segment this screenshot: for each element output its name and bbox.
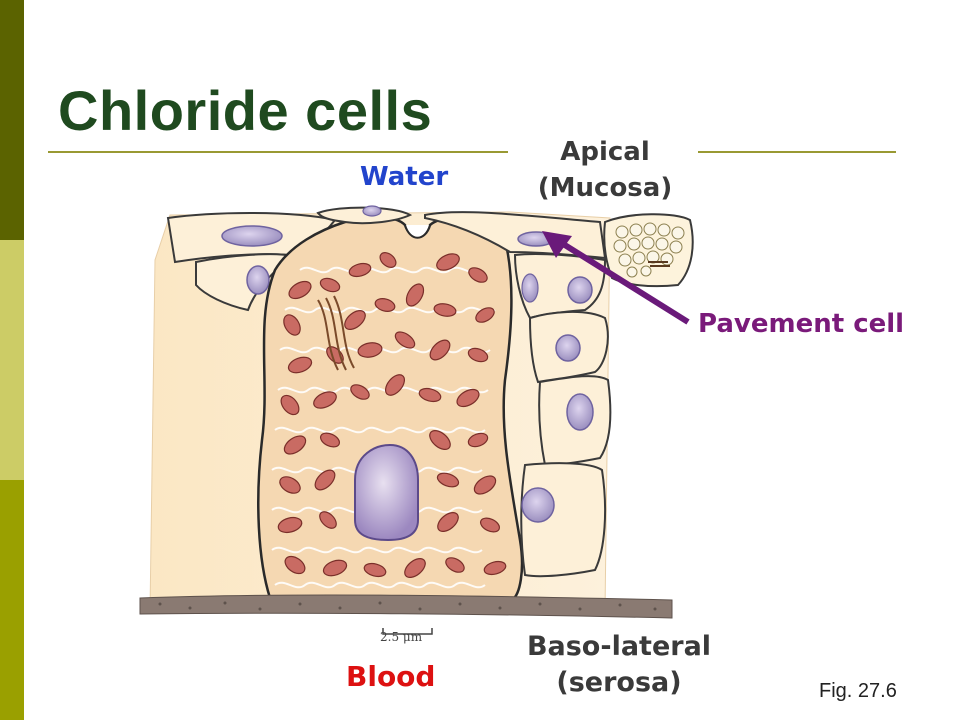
right-nucleus-3 [566,393,594,431]
pavement-cell-arrow [558,239,690,325]
title-rule-right [698,151,896,153]
right-nucleus-4 [521,487,555,523]
right-nucleus-1 [567,276,593,304]
water-label: Water [360,162,449,192]
right-nucleus-small [521,273,539,303]
right-nucleus-2 [555,334,581,362]
title-rule-left [48,151,508,153]
side-bar-dark [0,0,24,240]
left-nucleus-mid [246,265,270,295]
chloride-cell-nucleus [354,443,419,542]
basolateral-label: Baso-lateral (serosa) [506,629,732,701]
basement-membrane [139,594,673,619]
golgi-apparatus [317,295,355,371]
basolateral-label-line1: Baso-lateral [526,631,712,662]
basolateral-label-line2: (serosa) [556,667,682,698]
scale-bar-label: 2.5 μm [380,630,423,644]
mitochondria [277,252,507,578]
apical-label-line2: (Mucosa) [537,173,673,203]
apical-label-line1: Apical [560,137,650,167]
apical-crypt [404,224,431,239]
figure-reference: Fig. 27.6 [819,680,897,702]
side-bar-olive [0,480,24,720]
side-bar-light [0,240,24,480]
pavement-cell-left [316,206,413,225]
blood-label: Blood [346,660,436,693]
slide-title: Chloride cells [58,79,433,142]
basement-membrane-texture [158,601,657,611]
scale-bar [382,628,433,635]
mucous-cell [603,213,694,288]
pavement-cell-label: Pavement cell [698,309,905,339]
pavement-nucleus-small [362,205,382,217]
apical-label: Apical (Mucosa) [510,134,700,206]
pavement-cell-arrowhead [542,231,572,258]
left-nucleus-top [221,225,283,247]
